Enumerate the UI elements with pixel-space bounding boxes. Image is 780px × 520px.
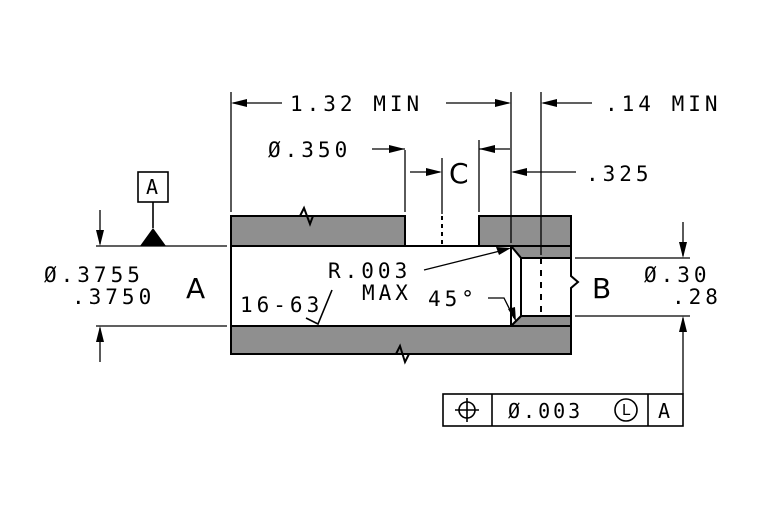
dim-small-bore: B Ø.30 .28 (592, 222, 722, 394)
dim-overall-length: 1.32 MIN (231, 92, 511, 116)
hole-diameter-label: Ø.350 (268, 138, 351, 162)
datum-flag-a: A (137, 171, 169, 246)
overall-length-label: 1.32 MIN (290, 92, 423, 116)
small-bore (521, 258, 571, 316)
feature-control-frame: Ø.003 L A (442, 393, 684, 427)
dim-bore-diameter: Ø.3755 .3750 A (44, 210, 205, 362)
dim-hole-datum: C (410, 157, 469, 214)
right-length-label: .14 MIN (605, 92, 722, 116)
note-radius: R.003 MAX (328, 247, 511, 305)
dim-right-length: .14 MIN (541, 92, 722, 116)
position-icon (455, 398, 479, 422)
datum-flag-label: A (146, 175, 161, 199)
bore-datum-label: A (186, 272, 205, 305)
dim-hole-diameter: Ø.350 (268, 138, 510, 162)
note-chamfer: 45° (428, 287, 516, 322)
chamfer-label: 45° (428, 287, 478, 311)
top-wall-left (230, 215, 406, 247)
note-surface-finish: 16-63 (240, 289, 333, 326)
top-wall-right (478, 215, 572, 247)
small-bore-upper-label: Ø.30 (644, 263, 711, 287)
surface-finish-label: 16-63 (240, 293, 323, 317)
part-edges (230, 205, 580, 365)
dim-hole-location: .325 (511, 162, 653, 186)
small-bore-lower-label: .28 (672, 285, 722, 309)
fcf-modifier-label: L (622, 401, 631, 419)
small-bore-datum-label: B (592, 272, 611, 305)
hole-datum-label: C (449, 157, 469, 190)
fcf-datum-label: A (658, 399, 673, 423)
datum-triangle-icon (140, 228, 166, 246)
bore-dia-upper-label: Ø.3755 (44, 263, 144, 287)
radius-max-label: MAX (362, 281, 412, 305)
lmc-modifier-icon: L (614, 398, 638, 422)
bore-dia-lower-label: .3750 (72, 285, 155, 309)
hole-location-label: .325 (586, 162, 653, 186)
radius-label: R.003 (328, 259, 411, 283)
main-bore (231, 246, 521, 326)
extension-lines (96, 92, 690, 327)
fcf-tolerance-label: Ø.003 (508, 399, 583, 423)
